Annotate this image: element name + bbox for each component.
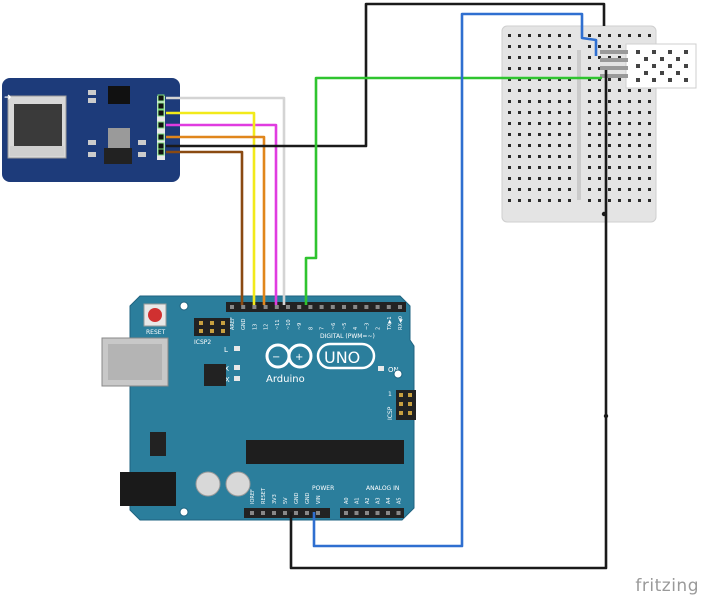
- icsp-label: ICSP: [387, 406, 394, 420]
- digital-pin-label: 8: [308, 327, 314, 330]
- digital-pin-label: ~3: [364, 323, 370, 330]
- digital-pin-label: ~9: [297, 323, 303, 330]
- digital-pin-label: 13: [252, 324, 258, 330]
- power-pin-label: GND: [305, 492, 311, 504]
- digital-pin-label: ~5: [342, 323, 348, 330]
- sd-card-module: ➜: [2, 78, 180, 182]
- analog-pin-label: A4: [386, 497, 392, 504]
- power-pin-label: 3V3: [272, 494, 278, 504]
- icsp2-label: ICSP2: [194, 339, 211, 346]
- fritzing-watermark: fritzing: [635, 576, 699, 596]
- reset-label: RESET: [146, 329, 166, 336]
- wire-white: [166, 96, 286, 305]
- arduino-logo: − + UNO Arduino: [265, 342, 376, 385]
- digital-pin-label: GND: [241, 318, 247, 330]
- wires: [166, 2, 609, 570]
- dht-sensor-grille: [636, 50, 688, 82]
- icsp-pin1-label: 1: [388, 391, 392, 398]
- wire-black-sd: [166, 2, 606, 148]
- digital-pin-label: 2: [376, 327, 382, 330]
- wire-yellow: [166, 111, 256, 305]
- digital-pin-label: ~6: [331, 323, 337, 330]
- svg-text:➜: ➜: [4, 93, 12, 103]
- analog-label: ANALOG IN: [366, 485, 399, 492]
- wire-orange: [166, 135, 266, 305]
- analog-pin-labels: A0 A1 A2 A3 A4 A5: [344, 497, 403, 504]
- digital-pin-label: 12: [264, 324, 270, 330]
- analog-pin-label: A3: [376, 497, 382, 504]
- power-label: POWER: [312, 485, 334, 492]
- wire-brown: [166, 150, 244, 305]
- model-label: UNO: [324, 348, 360, 367]
- wire-green: [304, 76, 602, 305]
- wire-blue: [312, 12, 598, 548]
- power-pin-label: GND: [294, 492, 300, 504]
- analog-pin-label: A5: [397, 497, 403, 504]
- digital-pin-label: AREF: [230, 317, 236, 330]
- digital-pin-labels: AREF GND 13 12 ~11 ~10 ~9 8 7 ~6 ~5 4 ~3 2 TX▶1 RX◀0: [230, 316, 404, 331]
- sd-module-header: [157, 94, 165, 156]
- analog-pin-label: A0: [344, 497, 350, 504]
- led-l-label: L: [224, 346, 228, 354]
- digital-pin-label: ~11: [275, 319, 281, 330]
- power-pin-label: RESET: [261, 487, 267, 504]
- dht-sensor: [600, 43, 697, 89]
- svg-text:+: +: [295, 352, 303, 363]
- on-label: ON: [388, 366, 399, 374]
- digital-pin-label: 7: [320, 327, 326, 330]
- power-pin-label: VIN: [316, 495, 322, 504]
- digital-header-label: DIGITAL (PWM=~): [320, 333, 375, 340]
- brand-label: Arduino: [266, 374, 305, 385]
- power-pin-label: 5V: [283, 497, 289, 504]
- digital-pin-label: TX▶1: [387, 316, 393, 331]
- power-pin-labels: IOREF RESET 3V3 5V GND GND VIN: [250, 487, 322, 504]
- wire-magenta: [166, 123, 278, 305]
- analog-pin-label: A2: [365, 497, 371, 504]
- digital-pin-label: ~10: [286, 319, 292, 330]
- digital-pin-label: RX◀0: [398, 316, 404, 330]
- digital-pin-label: 4: [353, 327, 359, 330]
- svg-text:−: −: [272, 352, 280, 363]
- power-pin-label: IOREF: [250, 489, 256, 504]
- wire-black-gnd: [289, 70, 608, 570]
- analog-pin-label: A1: [355, 497, 361, 504]
